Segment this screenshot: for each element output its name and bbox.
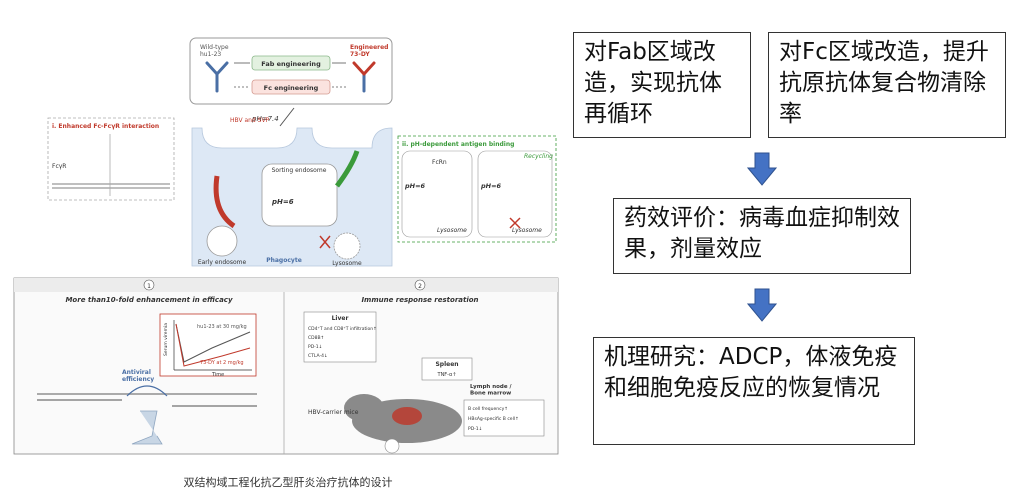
mice-label: HBV-carrier mice (308, 409, 359, 416)
lymph-item-2: HBsAg-specific B cell↑ (468, 416, 519, 422)
viremia-mini-chart: hu1-23 at 30 mg/kg 73-DY at 2 mg/kg Seru… (159, 313, 257, 378)
phagocyte-panel: Sorting endosome pH=6 HBV and SVP Early … (191, 117, 393, 267)
lysosome-label: Lysosome (332, 260, 362, 267)
fab-box-text: 对Fab区域改造，实现抗体再循环 (584, 39, 722, 127)
ph6-label: pH=6 (271, 198, 294, 206)
chart-x-axis-label: Time (211, 372, 224, 378)
panel-i-title: i. Enhanced Fc-FcγR interaction (52, 123, 159, 130)
fab-engineering-label: Fab engineering (261, 60, 321, 68)
spleen-label: Spleen (435, 361, 458, 368)
panel-2-number: 2 (418, 283, 422, 290)
cross-icon (319, 235, 331, 249)
phagocyte-label: Phagocyte (266, 257, 302, 264)
mechanism-box-text: 机理研究：ADCP，体液免疫和细胞免疫反应的恢复情况 (604, 344, 898, 401)
panel-1-title: More than10-fold enhancement in efficacy (65, 296, 232, 304)
liver-item-1: CD4⁺T and CD8⁺T infiltration↑ (308, 326, 377, 332)
fc-engineering-box: 对Fc区域改造，提升抗原抗体复合物清除率 (768, 32, 1006, 138)
wildtype-antibody-icon (205, 61, 229, 93)
engineered-antibody-icon (352, 61, 376, 93)
fcgr-label: FcγR (52, 163, 66, 170)
mechanism-box: 机理研究：ADCP，体液免疫和细胞免疫反应的恢复情况 (593, 337, 915, 445)
spleen-item-1: TNF-α↑ (437, 372, 457, 378)
early-endosome-label: Early endosome (198, 259, 247, 266)
fc-box-text: 对Fc区域改造，提升抗原抗体复合物清除率 (779, 39, 989, 127)
fc-engineering-label: Fc engineering (264, 84, 319, 92)
green-arrow-icon (334, 150, 360, 188)
liver-label: Liver (332, 315, 349, 322)
cross-icon (509, 217, 521, 229)
lymph-item-3: PD-1↓ (468, 426, 482, 432)
hbv-label: HBV and SVP (230, 117, 270, 124)
panel-ii-title: ii. pH-dependent antigen binding (402, 141, 514, 148)
chart-y-axis-label: Serum viremia (163, 323, 169, 356)
panel-1-number: 1 (147, 283, 151, 290)
fab-engineering-box: 对Fab区域改造，实现抗体再循环 (573, 32, 751, 138)
efficacy-box: 药效评价：病毒血症抑制效果，剂量效应 (613, 198, 911, 274)
panel-i: i. Enhanced Fc-FcγR interaction FcγR (47, 117, 175, 201)
liver-item-3: PD-1↓ (308, 344, 322, 350)
lymph-label: Lymph node /Bone marrow (470, 384, 512, 396)
ph74-label: pH=7.4 (251, 115, 279, 123)
red-arrow-icon (213, 175, 236, 229)
down-arrow-icon (747, 152, 777, 186)
ph6-a-label: pH=6 (404, 182, 426, 190)
mouse-illustration: Liver CD4⁺T and CD8⁺T infiltration↑ CD8B… (303, 311, 545, 454)
recycling-label: Recycling (524, 153, 553, 160)
panel-2-title: Immune response restoration (361, 296, 478, 304)
chart-legend-2: 73-DY at 2 mg/kg (200, 360, 244, 366)
panel-ii: ii. pH-dependent antigen binding FcRn Re… (397, 135, 557, 243)
ph6-b-label: pH=6 (480, 182, 502, 190)
efficacy-box-text: 药效评价：病毒血症抑制效果，剂量效应 (624, 205, 900, 262)
lysosome-b-label: Lysosome (512, 227, 542, 234)
lysosome-a-label: Lysosome (437, 227, 467, 234)
fcrn-label: FcRn (432, 159, 447, 166)
lymph-item-1: B cell frequency↑ (468, 406, 508, 412)
sorting-endosome-label: Sorting endosome (272, 167, 327, 174)
down-arrow-icon (747, 288, 777, 322)
liver-item-2: CD8B↑ (308, 335, 324, 341)
liver-item-4: CTLA-4↓ (308, 353, 328, 359)
figure-caption: 双结构域工程化抗乙型肝炎治疗抗体的设计 (183, 476, 393, 489)
chart-legend-1: hu1-23 at 30 mg/kg (197, 324, 247, 330)
